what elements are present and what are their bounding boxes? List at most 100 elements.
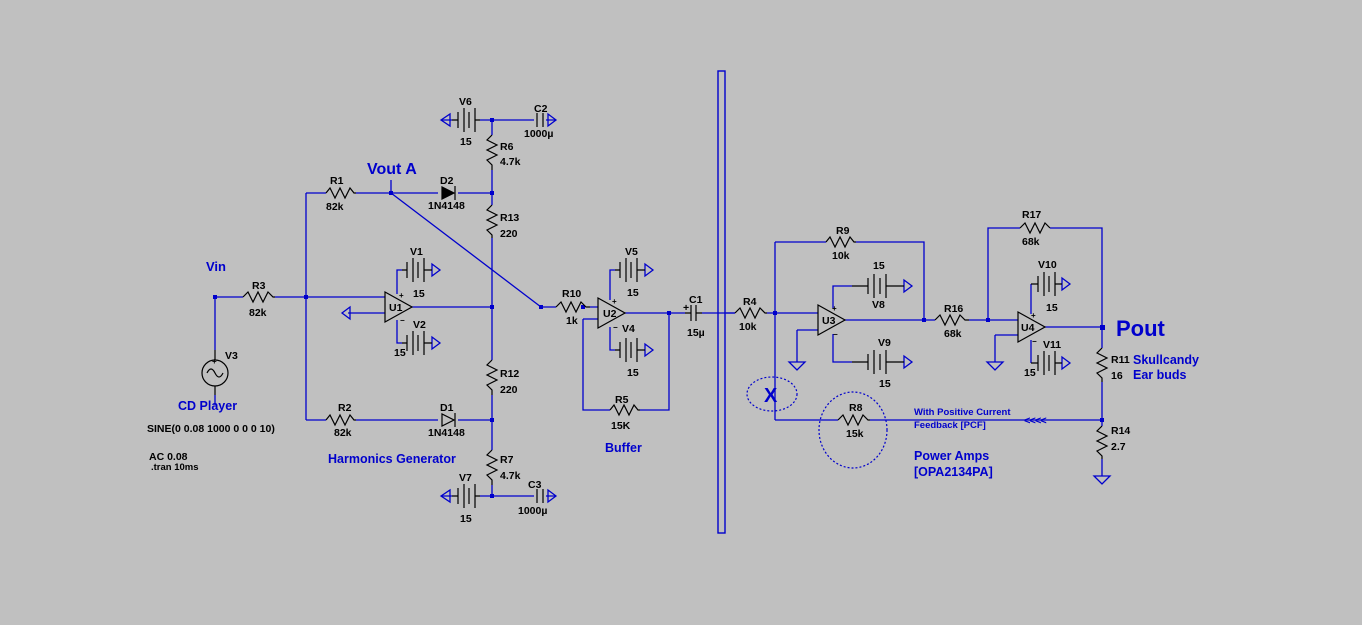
resistor-r14: R14 2.7 — [1095, 425, 1130, 459]
svg-text:15: 15 — [394, 347, 406, 359]
svg-text:1k: 1k — [566, 315, 578, 327]
svg-text:U4: U4 — [1021, 322, 1035, 334]
svg-text:−: − — [833, 330, 838, 339]
svg-text:V8: V8 — [872, 299, 885, 311]
opamp-u2: + − U2 — [597, 296, 627, 332]
svg-text:1000µ: 1000µ — [524, 128, 553, 140]
directive-sine: SINE(0 0.08 1000 0 0 0 10) — [147, 423, 275, 435]
capacitor-c2: C2 1000µ — [524, 103, 553, 140]
svg-text:C1: C1 — [689, 294, 703, 306]
svg-text:R17: R17 — [1022, 209, 1041, 221]
svg-text:15: 15 — [1024, 367, 1036, 379]
voltage-source-v8: 15 V8 — [852, 260, 904, 311]
svg-text:R5: R5 — [615, 394, 629, 406]
comment-pcf-line2: Feedback [PCF] — [914, 420, 986, 431]
resistor-r6: R6 4.7k — [485, 134, 521, 170]
capacitor-c3: C3 1000µ — [518, 479, 547, 517]
svg-text:68k: 68k — [944, 328, 962, 340]
voltage-source-v4: V4 15 — [615, 323, 645, 379]
net-label-vin: Vin — [206, 259, 226, 274]
voltage-source-v2: V2 15 — [394, 319, 432, 359]
svg-text:V1: V1 — [410, 246, 423, 258]
net-label-vout-a: Vout A — [367, 161, 417, 178]
svg-text:C2: C2 — [534, 103, 548, 115]
svg-text:U1: U1 — [389, 302, 403, 314]
diode-d2: D2 1N4148 — [428, 175, 465, 212]
svg-text:1000µ: 1000µ — [518, 505, 547, 517]
svg-text:−: − — [613, 323, 618, 332]
svg-text:82k: 82k — [326, 201, 344, 213]
svg-text:68k: 68k — [1022, 236, 1040, 248]
resistor-r12: R12 220 — [485, 359, 519, 396]
voltage-source-v10: V10 15 — [1031, 259, 1062, 314]
svg-text:U3: U3 — [822, 315, 836, 327]
voltage-source-v7: V7 15 — [452, 472, 480, 525]
svg-text:R14: R14 — [1111, 425, 1130, 437]
svg-text:R4: R4 — [743, 296, 757, 308]
diode-d1: D1 1N4148 — [428, 402, 465, 439]
directive-ac: AC 0.08 — [149, 451, 188, 463]
svg-text:+: + — [212, 357, 217, 366]
voltage-source-v1: V1 15 — [402, 246, 432, 300]
svg-text:10k: 10k — [739, 321, 757, 333]
svg-text:V11: V11 — [1043, 339, 1061, 351]
comment-pcf-arrows: <<<< — [1024, 415, 1046, 427]
resistor-r11: R11 16 — [1095, 347, 1130, 382]
voltage-source-v9: V9 15 — [852, 337, 904, 390]
svg-text:R9: R9 — [836, 225, 850, 237]
svg-text:220: 220 — [500, 228, 518, 240]
resistor-r5: R5 15K — [609, 394, 640, 432]
svg-text:15: 15 — [627, 367, 639, 379]
opamp-u4: + − U4 — [1017, 310, 1047, 346]
svg-text:2.7: 2.7 — [1111, 441, 1126, 453]
svg-text:−: − — [400, 316, 405, 325]
svg-text:X: X — [764, 385, 778, 407]
svg-text:15K: 15K — [611, 420, 631, 432]
voltage-source-v11: V11 15 — [1024, 339, 1062, 379]
resistor-r3: R3 82k — [242, 280, 275, 319]
svg-text:15: 15 — [460, 513, 472, 525]
svg-text:V9: V9 — [878, 337, 891, 349]
svg-text:15: 15 — [873, 260, 885, 272]
resistor-r9: R9 10k — [825, 225, 856, 262]
svg-text:R1: R1 — [330, 175, 344, 187]
svg-text:V2: V2 — [413, 319, 426, 331]
net-label-pout: Pout — [1116, 316, 1166, 341]
svg-text:+: + — [683, 302, 689, 314]
svg-text:82k: 82k — [249, 307, 267, 319]
resistor-r17: R17 68k — [1019, 209, 1051, 248]
comment-power-amps: Power Amps — [914, 449, 989, 463]
svg-text:U2: U2 — [603, 308, 617, 320]
svg-text:V5: V5 — [625, 246, 638, 258]
resistor-r7: R7 4.7k — [485, 449, 521, 485]
resistor-r1: R1 82k — [325, 175, 356, 213]
r8-highlight-ellipse — [818, 391, 888, 469]
svg-text:V10: V10 — [1038, 259, 1057, 271]
svg-text:R16: R16 — [944, 303, 963, 315]
svg-text:R10: R10 — [562, 288, 581, 300]
svg-text:+: + — [832, 304, 837, 313]
svg-text:+: + — [399, 291, 404, 300]
svg-text:1N4148: 1N4148 — [428, 200, 465, 212]
junction-dots — [213, 118, 1105, 498]
svg-text:R6: R6 — [500, 141, 514, 153]
svg-text:1N4148: 1N4148 — [428, 427, 465, 439]
svg-text:15: 15 — [627, 287, 639, 299]
svg-text:R12: R12 — [500, 368, 519, 380]
resistor-r16: R16 68k — [934, 303, 969, 340]
svg-text:15: 15 — [413, 288, 425, 300]
svg-text:V6: V6 — [459, 96, 472, 108]
svg-text:4.7k: 4.7k — [500, 156, 521, 168]
svg-text:R2: R2 — [338, 402, 352, 414]
svg-text:82k: 82k — [334, 427, 352, 439]
svg-text:V3: V3 — [225, 350, 238, 362]
voltage-source-v5: V5 15 — [615, 246, 645, 299]
svg-text:R7: R7 — [500, 454, 514, 466]
svg-text:R3: R3 — [252, 280, 266, 292]
comment-cd-player: CD Player — [178, 399, 237, 413]
svg-text:−: − — [1032, 337, 1037, 346]
capacitor-c1: C1 15µ + — [683, 294, 705, 339]
svg-text:V7: V7 — [459, 472, 472, 484]
svg-text:D1: D1 — [440, 402, 454, 414]
